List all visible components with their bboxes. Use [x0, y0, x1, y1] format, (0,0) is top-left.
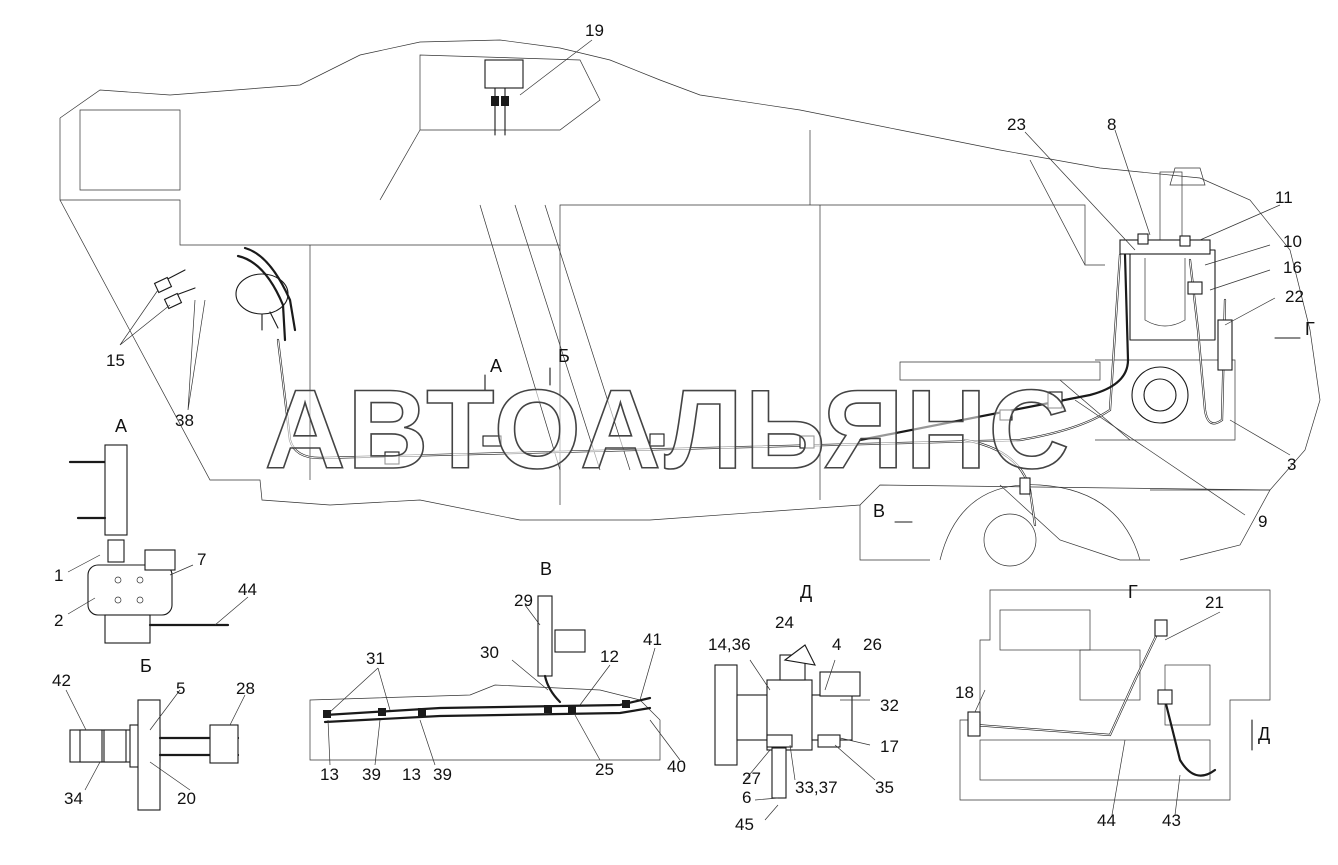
callout-38: 38 [175, 411, 194, 430]
callout-25: 25 [595, 760, 614, 779]
view-label-b-detail: Б [140, 656, 152, 676]
callout-31: 31 [366, 649, 385, 668]
callout-10: 10 [1283, 232, 1302, 251]
detail-view-g [959, 589, 1271, 816]
callout-5: 5 [176, 679, 185, 698]
callout-13a: 13 [320, 765, 339, 784]
watermark-text: АВТОАЛЬЯНС [265, 367, 1072, 492]
callout-43: 43 [1162, 811, 1181, 830]
callout-35: 35 [875, 778, 894, 797]
detail-view-v [309, 595, 681, 766]
callout-44a: 44 [238, 580, 257, 599]
callout-33-37: 33,37 [795, 778, 838, 797]
callout-3: 3 [1287, 455, 1296, 474]
view-label-d-detail: Д [800, 582, 812, 602]
main-view-hose-routing [153, 59, 1233, 527]
callout-45: 45 [735, 815, 754, 834]
callout-39a: 39 [362, 765, 381, 784]
callout-32: 32 [880, 696, 899, 715]
callout-4: 4 [832, 635, 841, 654]
main-view-machine-outline [59, 39, 1321, 567]
view-label-a-detail: А [115, 416, 127, 436]
callout-26: 26 [863, 635, 882, 654]
callout-41: 41 [643, 630, 662, 649]
callout-44b: 44 [1097, 811, 1116, 830]
callout-6: 6 [742, 788, 751, 807]
view-label-a-main: А [490, 356, 502, 376]
callout-19: 19 [585, 21, 604, 40]
detail-view-a [67, 444, 249, 644]
callout-15: 15 [106, 351, 125, 370]
callout-12: 12 [600, 647, 619, 666]
callout-20: 20 [177, 789, 196, 808]
view-labels: А Б В Г А Б В Д Г Д [115, 319, 1315, 744]
callout-24: 24 [775, 613, 794, 632]
callout-2: 2 [54, 611, 63, 630]
callout-21: 21 [1205, 593, 1224, 612]
view-label-b-main: Б [558, 346, 570, 366]
main-view-leaders [119, 39, 1301, 523]
view-label-g-detail: Г [1128, 582, 1138, 602]
callout-39b: 39 [433, 765, 452, 784]
callout-30: 30 [480, 643, 499, 662]
view-label-g-main: Г [1305, 319, 1315, 339]
callout-1: 1 [54, 566, 63, 585]
callout-42: 42 [52, 671, 71, 690]
detail-view-b [65, 689, 246, 811]
view-label-v-main: В [873, 501, 885, 521]
callout-17: 17 [880, 737, 899, 756]
callout-14-36: 14,36 [708, 635, 751, 654]
callout-22: 22 [1285, 287, 1304, 306]
callout-28: 28 [236, 679, 255, 698]
callout-23: 23 [1007, 115, 1026, 134]
view-label-v-detail: В [540, 559, 552, 579]
callout-18: 18 [955, 683, 974, 702]
callout-8: 8 [1107, 115, 1116, 134]
callout-labels: 19 23 8 11 10 16 22 3 9 15 38 1 2 7 44 4… [52, 21, 1304, 834]
callout-40: 40 [667, 757, 686, 776]
detail-view-d [714, 644, 876, 821]
view-label-d-arrow: Д [1258, 724, 1270, 744]
callout-29: 29 [514, 591, 533, 610]
callout-27: 27 [742, 769, 761, 788]
callout-9: 9 [1258, 512, 1267, 531]
callout-34: 34 [64, 789, 83, 808]
callout-13b: 13 [402, 765, 421, 784]
callout-11: 11 [1275, 188, 1293, 207]
callout-16: 16 [1283, 258, 1302, 277]
callout-7: 7 [197, 550, 206, 569]
